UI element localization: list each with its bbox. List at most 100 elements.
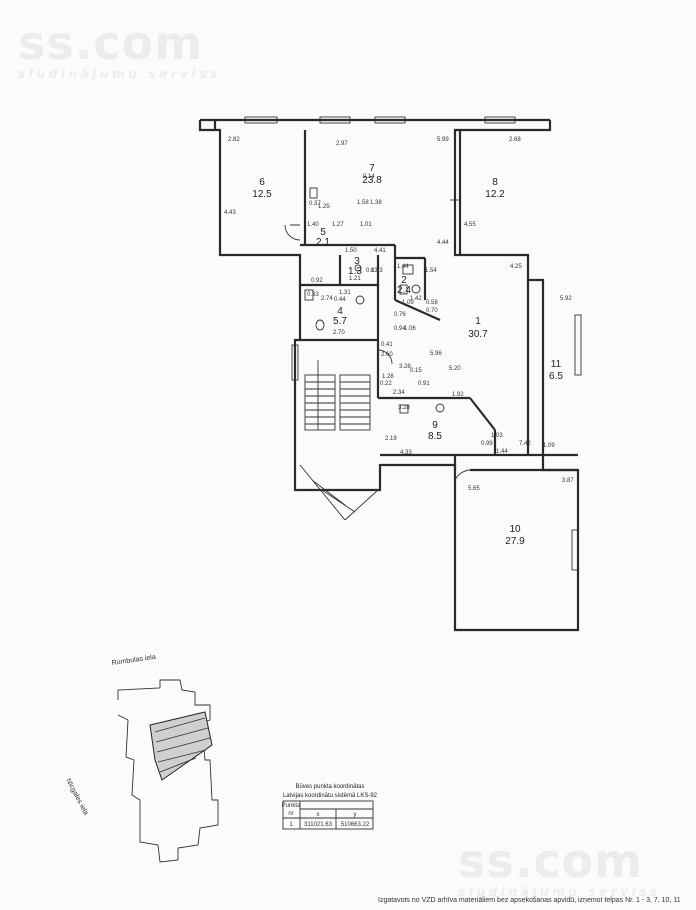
dimension-label: 1.44 [397,264,409,270]
room-number: 9 [432,420,438,431]
dimension-label: 0.70 [426,308,438,314]
table-header-y: y [354,812,357,818]
room-number: 8 [492,177,498,188]
room-3: 3 1.3 [348,256,362,277]
dimension-label: 1.28 [382,374,394,380]
room-area: 6.5 [549,371,563,382]
coordinates-title: Būves punkta koordinātas [295,784,364,790]
room-4: 4 5.7 [333,306,347,327]
dimension-label: 5.99 [437,137,449,143]
room-7: 7 23.8 [362,163,382,186]
dimension-label: 5.65 [468,486,480,492]
coordinates-subtitle: Latvijas koordinātu sistēmā LKS-92 [283,793,378,799]
dimension-label: 4.33 [400,450,412,456]
table-header-number: Punkta [282,803,301,809]
room-number: 10 [509,524,521,535]
room-9: 9 8.5 [428,420,442,442]
room-1: 1 30.7 [468,316,488,340]
dimension-label: 1.31 [339,290,351,296]
dimension-label: 2.34 [393,390,405,396]
dimension-label: 0.22 [380,381,392,387]
room-number: 4 [337,306,343,317]
dimension-label: 1.03 [491,433,503,439]
table-header-number-2: nr [288,811,293,817]
dimension-label: 7.42 [519,441,531,447]
room-area: 2.1 [316,237,330,248]
dimension-label: 2.70 [333,330,345,336]
dimension-label: 0.37 [309,201,321,207]
dimension-label: 0.99 [481,441,493,447]
dimension-label: 1.25 [318,204,330,210]
dimension-label: 4.43 [224,210,236,216]
dimension-label: 2.74 [321,296,333,302]
dimension-label: 1.44 [496,449,508,455]
dimension-label: 2.60 [381,352,393,358]
room-6: 6 12.5 [252,177,272,200]
staircase [299,360,379,521]
table-cell-number: 1 [289,822,293,828]
dimension-label: 1.01 [360,222,372,228]
site-plan: Rumbulas iela Nīcgales iela [64,654,219,863]
dimension-label: 1.92 [452,392,464,398]
watermark-tagline: sludinājumu serviss [18,67,221,81]
room-10: 10 27.9 [505,524,525,547]
room-area: 23.8 [362,175,382,186]
room-area: 2.4 [397,285,411,296]
street-label: Nīcgales iela [64,778,89,817]
dimension-label: 3.87 [562,478,574,484]
room-number: 1 [475,316,481,327]
dimension-label: 4.44 [437,240,449,246]
room-area: 12.5 [252,189,272,200]
dimension-label: 1.50 [345,248,357,254]
dimension-label: 1.38 [370,200,382,206]
dimension-label: 2.68 [509,137,521,143]
room-area: 30.7 [468,329,488,340]
dimension-label: 0.44 [334,297,346,303]
dimension-label: 1.06 [404,326,416,332]
dimension-label: 3.28 [399,364,411,370]
dimension-label: 0.76 [394,312,406,318]
dimension-label: 0.41 [381,342,393,348]
windows [244,116,582,571]
dimension-label: 1.21 [349,276,361,282]
doors [284,199,471,481]
watermark-brand: ss.com [458,834,644,888]
room-area: 1.3 [348,266,362,277]
room-number: 3 [354,256,360,267]
dimension-label: 1.42 [410,296,422,302]
dimension-label: 1.09 [543,443,555,449]
dimension-label: 2.19 [385,436,397,442]
dimension-label: 2.82 [228,137,240,143]
room-number: 7 [369,163,375,174]
dimension-label: 0.92 [311,278,323,284]
watermark-bottom: ss.com sludinājumu serviss [458,838,661,898]
dimension-label: 1.09 [402,300,414,306]
dimension-label: 5.96 [430,351,442,357]
fixtures [304,187,445,414]
dimension-labels: 2.82 2.97 5.99 2.68 4.43 0.14 0.37 1.25 … [224,137,574,492]
dimension-label: 4.41 [374,248,386,254]
dimension-label: 0.94 [394,326,406,332]
room-11: 11 6.5 [549,359,563,382]
table-header-x: x [317,812,320,818]
room-number: 6 [259,177,265,188]
dimension-label: 4.55 [464,222,476,228]
room-8: 8 12.2 [485,177,505,200]
room-area: 12.2 [485,189,505,200]
interior-walls [300,130,578,472]
dimension-label: 0.13 [371,268,383,274]
room-number: 11 [551,359,562,370]
dimension-label: 0.91 [418,381,430,387]
dimension-label: 0.13 [366,268,378,274]
footer-note: Izgatavots no VZD arhīva materiāliem bez… [378,897,681,904]
room-2: 2 2.4 [397,275,411,296]
dimension-label: 1.58 [357,200,369,206]
room-number: 5 [320,227,326,238]
dimension-label: 5.92 [560,296,572,302]
room-number: 2 [401,275,407,286]
room-area: 8.5 [428,431,442,442]
dimension-label: 1.27 [332,222,344,228]
dimension-label: 4.25 [510,264,522,270]
dimension-label: 0.58 [426,300,438,306]
